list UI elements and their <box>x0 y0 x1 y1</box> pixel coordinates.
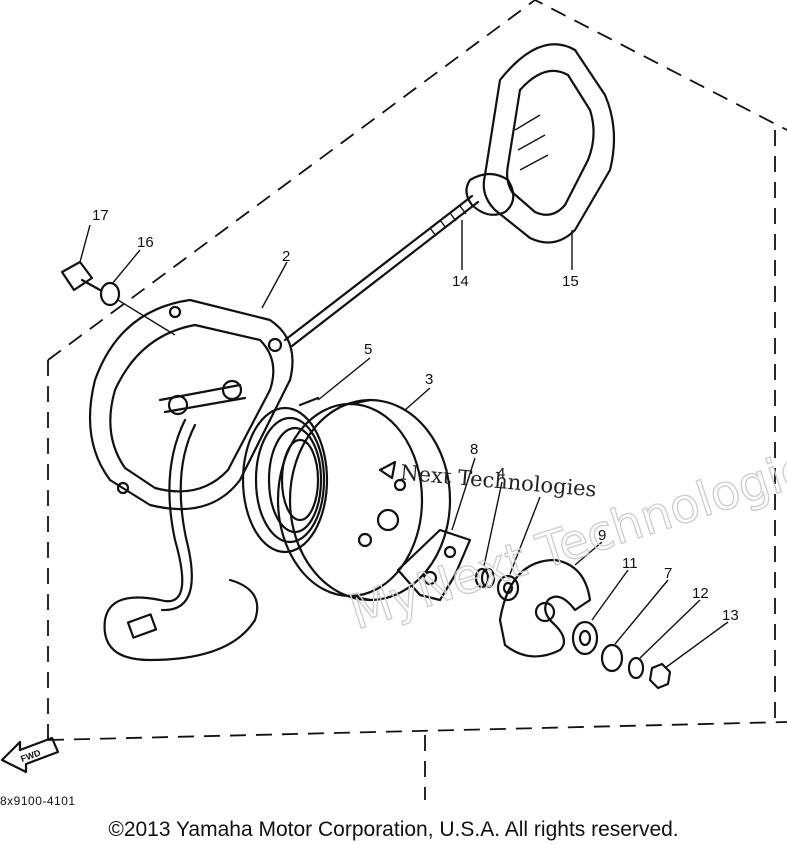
spring-washer-12 <box>627 656 645 680</box>
pawl-spring <box>474 567 496 589</box>
callout-8: 8 <box>470 441 478 458</box>
watermark: MyNext Technologies Next Technologies <box>343 431 787 642</box>
drive-pawl <box>396 528 472 602</box>
callout-5: 5 <box>364 341 372 358</box>
callout-16: 17 <box>92 207 109 224</box>
callout-13: 13 <box>722 607 739 624</box>
callout-labels: 17 16 2 5 3 8 4 9 11 7 12 13 14 15 <box>92 207 739 624</box>
bolt-and-washer <box>60 260 176 336</box>
starter-handle <box>465 43 616 244</box>
leader-lines <box>79 220 729 669</box>
starter-pulley <box>276 398 452 602</box>
callout-4: 4 <box>497 465 505 482</box>
washer-7 <box>600 643 624 673</box>
callout-7: 7 <box>664 565 672 582</box>
callout-17: 16 <box>137 234 154 251</box>
copyright-notice: ©2013 Yamaha Motor Corporation, U.S.A. A… <box>108 818 679 841</box>
starter-housing <box>88 298 294 511</box>
callout-3: 3 <box>425 371 433 388</box>
recoil-spring <box>241 396 329 554</box>
callout-12: 12 <box>692 585 709 602</box>
callout-14: 14 <box>452 273 469 290</box>
callout-9: 9 <box>598 527 606 544</box>
friction-plate <box>498 558 592 658</box>
callout-15: 15 <box>562 273 579 290</box>
washer-11 <box>571 620 599 656</box>
switch-cable <box>103 418 259 662</box>
starter-rope <box>283 194 480 348</box>
part-code: 8x9100-4101 <box>0 794 76 808</box>
nut-13 <box>648 662 672 690</box>
callout-2: 2 <box>282 248 290 265</box>
fwd-arrow: FWD <box>0 736 60 774</box>
assembly-boundary <box>47 0 787 800</box>
callout-11: 11 <box>622 555 638 572</box>
